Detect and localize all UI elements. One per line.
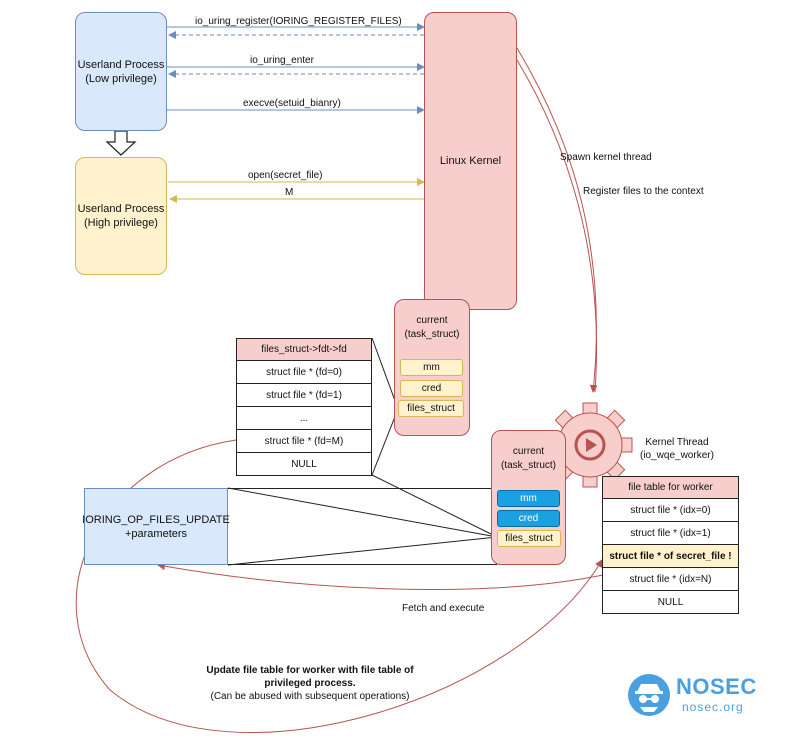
hollow-down-arrow-icon	[105, 130, 137, 156]
op-update-label: IORING_OP_FILES_UPDATE +parameters	[82, 513, 230, 540]
nosec-domain: nosec.org	[682, 700, 744, 714]
worker-row-null: NULL	[602, 591, 739, 614]
worker-row-idx1: struct file * (idx=1)	[602, 522, 739, 545]
worker-row-secret-file: struct file * of secret_file !	[602, 545, 739, 568]
label-open: open(secret_file)	[248, 170, 323, 181]
label-fetch: Fetch and execute	[402, 603, 485, 614]
current-a-files-struct: files_struct	[398, 400, 464, 417]
update-note-bold: Update file table for worker with file t…	[206, 665, 414, 689]
worker-row-idx0: struct file * (idx=0)	[602, 499, 739, 522]
fdt-row-null: NULL	[236, 453, 372, 476]
userland-high-label: Userland Process (High privilege)	[77, 203, 165, 229]
nosec-spy-logo-icon	[628, 674, 670, 716]
label-execve: execve(setuid_bianry)	[243, 98, 341, 109]
label-m: M	[285, 187, 294, 198]
current-b-files-struct: files_struct	[497, 530, 561, 547]
label-enter: io_uring_enter	[250, 55, 314, 66]
edge-spawn	[516, 47, 598, 393]
fdt-table: files_struct->fdt->fd struct file * (fd=…	[236, 338, 372, 476]
label-register-context: Register files to the context	[583, 186, 704, 197]
current-b-cred: cred	[497, 510, 560, 527]
worker-file-table: file table for worker struct file * (idx…	[602, 476, 739, 614]
nosec-name: NOSEC	[676, 674, 757, 699]
fdt-row-fdm: struct file * (fd=M)	[236, 430, 372, 453]
label-spawn: Spawn kernel thread	[560, 152, 652, 163]
update-note: Update file table for worker with file t…	[180, 664, 440, 703]
fdt-row-fd0: struct file * (fd=0)	[236, 361, 372, 384]
label-register: io_uring_register(IORING_REGISTER_FILES)	[195, 16, 402, 27]
current-a-title: current (task_struct)	[404, 315, 460, 340]
fdt-row-fd1: struct file * (fd=1)	[236, 384, 372, 407]
userland-low-label: Userland Process (Low privilege)	[77, 58, 165, 85]
worker-row-idxn: struct file * (idx=N)	[602, 568, 739, 591]
nosec-logo: NOSEC nosec.org	[626, 672, 776, 722]
current-b-title: current (task_struct)	[500, 446, 556, 471]
current-a-mm: mm	[400, 359, 463, 376]
edge-register-context	[516, 59, 598, 393]
linux-kernel: Linux Kernel	[424, 12, 517, 310]
current-b-mm: mm	[497, 490, 560, 507]
userland-high-process: Userland Process (High privilege)	[75, 157, 167, 275]
op-update-extension	[228, 488, 497, 565]
edge-fetch	[157, 562, 604, 590]
ioring-op-files-update: IORING_OP_FILES_UPDATE +parameters	[82, 488, 230, 565]
update-note-normal: (Can be abused with subsequent operation…	[210, 691, 410, 702]
kernel-thread-label: Kernel Thread (io_wqe_worker)	[640, 437, 714, 461]
fdt-row-ellipsis: ...	[236, 407, 372, 430]
userland-low-process: Userland Process (Low privilege)	[75, 12, 167, 131]
worker-table-header: file table for worker	[602, 476, 739, 499]
fdt-table-header: files_struct->fdt->fd	[236, 338, 372, 361]
linux-kernel-label: Linux Kernel	[439, 155, 502, 167]
current-a-cred: cred	[400, 380, 463, 397]
